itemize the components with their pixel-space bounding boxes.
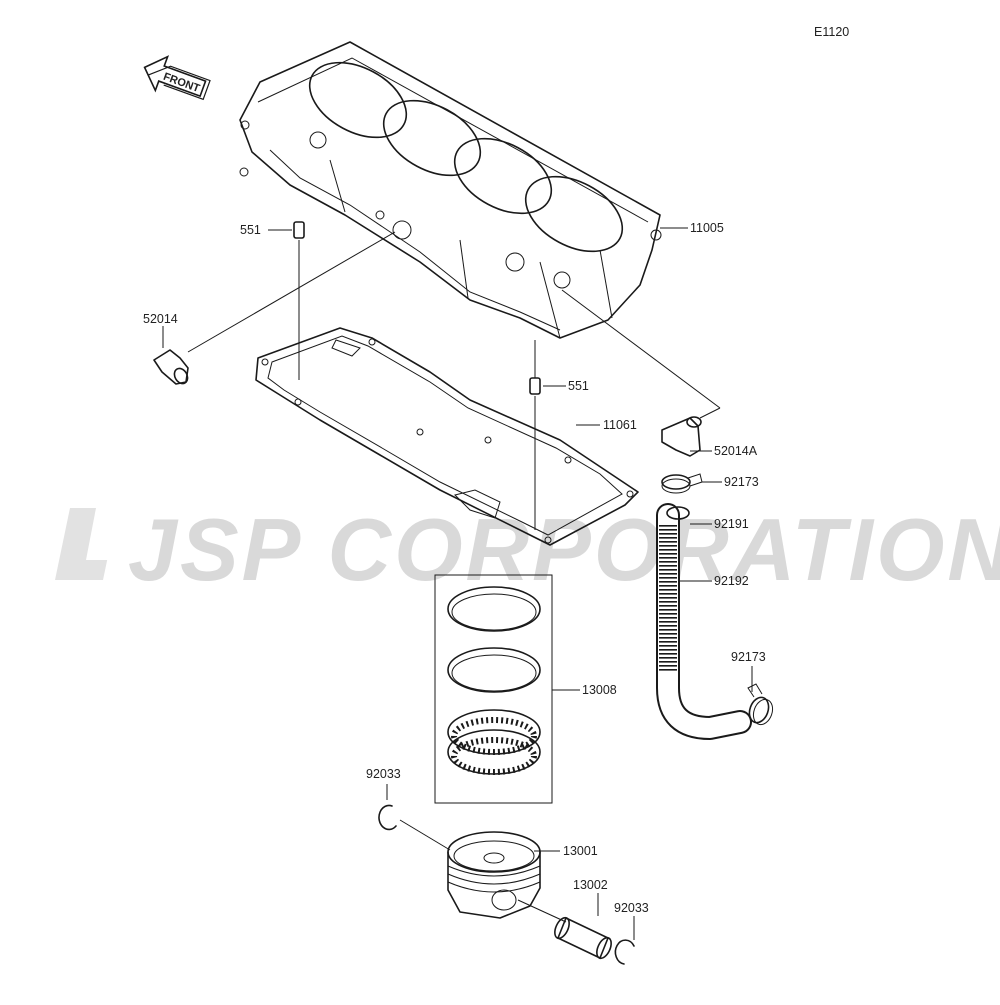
label-fitting-left: 52014	[143, 312, 178, 326]
label-hose: 92192	[714, 574, 749, 588]
label-gasket: 11061	[603, 418, 637, 432]
piston	[447, 831, 541, 919]
label-cylinder: 11005	[690, 221, 724, 235]
watermark: JSP CORPORATION	[55, 500, 1000, 599]
cylinder-block	[239, 41, 662, 339]
label-circlip-left: 92033	[366, 767, 401, 781]
circlip-right	[614, 939, 635, 965]
label-dowel-lower: 551	[568, 379, 589, 393]
cylinder-gasket	[255, 327, 639, 546]
label-clamp-lower: 92173	[731, 650, 766, 664]
dowel-pin-lower	[529, 340, 541, 530]
water-hose	[656, 503, 752, 740]
hose-clamp-upper	[661, 473, 703, 494]
label-ring-set: 13008	[582, 683, 617, 697]
label-dowel-upper: 551	[240, 223, 261, 237]
label-piston: 13001	[563, 844, 598, 858]
piston-pin	[517, 899, 612, 960]
fitting-right	[561, 289, 721, 457]
watermark-text: JSP CORPORATION	[128, 500, 1000, 599]
dowel-pin-upper	[293, 221, 305, 380]
label-fitting-right: 52014A	[714, 444, 758, 458]
label-pin: 13002	[573, 878, 608, 892]
label-hose-end: 92191	[714, 517, 749, 531]
label-circlip-right: 92033	[614, 901, 649, 915]
diagram-code: E1120	[814, 25, 849, 39]
circlip-left	[378, 804, 451, 851]
front-arrow-icon: FRONT	[143, 55, 211, 101]
label-clamp-upper: 92173	[724, 475, 759, 489]
piston-ring-set	[434, 574, 553, 804]
fitting-left	[153, 231, 396, 385]
